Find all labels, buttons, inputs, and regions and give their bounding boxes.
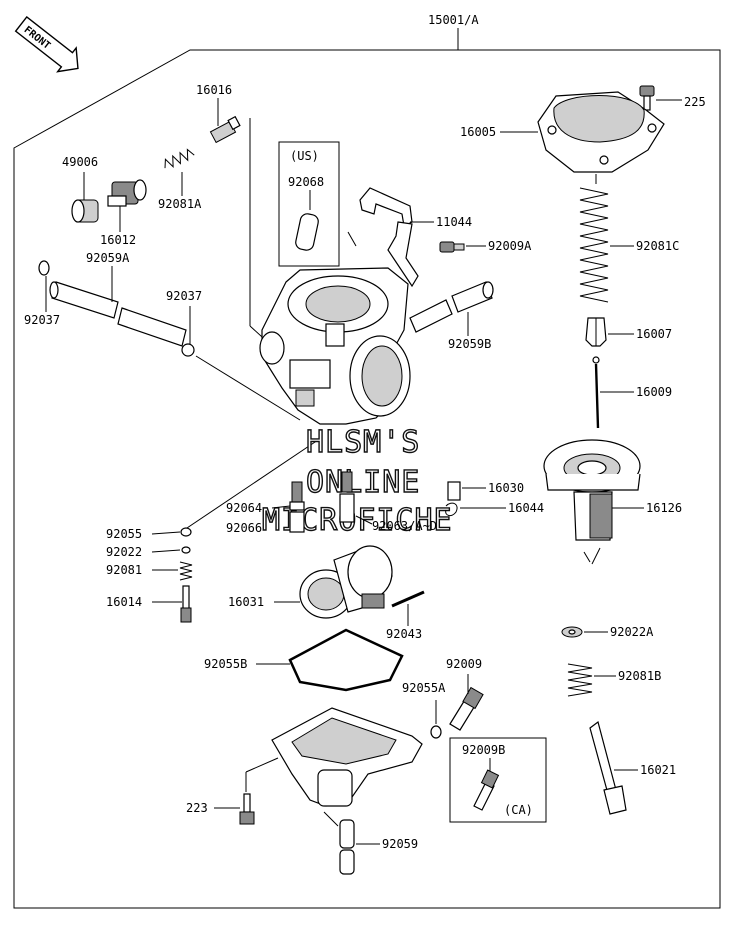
label-16012: 16012 [100,233,136,247]
label-92081: 92081 [106,563,142,577]
watermark-line-1: HLSM'S [306,425,420,460]
label-92009B: 92009B [462,743,505,757]
part-92066 [289,511,305,533]
watermark-line-2: ONLINE [306,465,420,500]
part-16009 [592,356,600,429]
part-49006 [71,199,99,223]
part-92081 [179,561,193,581]
part-225 [639,85,655,111]
label-16044: 16044 [508,501,544,515]
label-225: 225 [684,95,706,109]
label-223: 223 [186,801,208,815]
part-16016 [209,115,241,144]
ca-box [449,737,547,823]
front-arrow: FRONT [14,15,79,73]
label-92037-mid: 92037 [166,289,202,303]
part-16031 [299,545,393,619]
label-92066: 92066 [226,521,262,535]
label-16009: 16009 [636,385,672,399]
part-92068 [295,213,319,251]
label-92022: 92022 [106,545,142,559]
us-box-label: (US) [290,149,319,163]
label-92059B: 92059B [448,337,491,351]
part-92059B [409,281,494,333]
part-223 [239,793,255,825]
part-92055A [430,725,442,739]
part-92063 [339,471,355,523]
part-92059 [339,819,355,875]
part-float-bowl [271,707,423,807]
part-16126 [543,439,641,541]
label-16016: 16016 [196,83,232,97]
part-16007 [585,317,607,347]
label-92043: 92043 [386,627,422,641]
part-16021 [589,720,627,815]
label-92081C: 92081C [636,239,679,253]
label-16021: 16021 [640,763,676,777]
label-92009A: 92009A [488,239,532,253]
label-92037-left: 92037 [24,313,60,327]
label-92064: 92064 [226,501,262,515]
label-92055B: 92055B [204,657,247,671]
part-92059A [49,281,187,347]
label-92022A: 92022A [610,625,654,639]
part-92064 [289,481,305,511]
part-92081B [567,663,593,697]
part-92055B [288,628,404,692]
label-16031: 16031 [228,595,264,609]
label-16030: 16030 [488,481,524,495]
part-92043 [391,590,425,608]
part-16044 [445,502,458,517]
part-92022A [561,626,583,638]
part-16014 [180,585,192,623]
assembly-label: 15001/A [428,13,479,27]
label-92059: 92059 [382,837,418,851]
label-92068: 92068 [288,175,324,189]
label-92081B: 92081B [618,669,661,683]
label-16007: 16007 [636,327,672,341]
ca-box-label: (CA) [504,803,533,817]
part-92081C [579,187,609,303]
label-92063: 92063/A~D [372,519,437,533]
label-16126: 16126 [646,501,682,515]
part-16012 [107,179,147,207]
part-92009 [449,686,484,731]
assembly-frame [13,49,721,909]
part-92081A [164,148,195,169]
label-16014: 16014 [106,595,142,609]
label-92081A: 92081A [158,197,202,211]
part-92055 [180,527,192,537]
label-11044: 11044 [436,215,472,229]
label-92055: 92055 [106,527,142,541]
part-92009B [473,769,500,811]
part-11044 [359,187,419,288]
part-92037-mid [181,343,195,357]
part-92037-left [38,260,50,276]
label-16005: 16005 [460,125,496,139]
label-92055A: 92055A [402,681,446,695]
part-92022 [181,546,191,554]
part-16030 [447,481,461,501]
part-16005 [537,91,665,173]
label-92009: 92009 [446,657,482,671]
label-92059A: 92059A [86,251,130,265]
label-49006: 49006 [62,155,98,169]
part-92009A [439,241,465,253]
carburetor-body [259,267,411,425]
